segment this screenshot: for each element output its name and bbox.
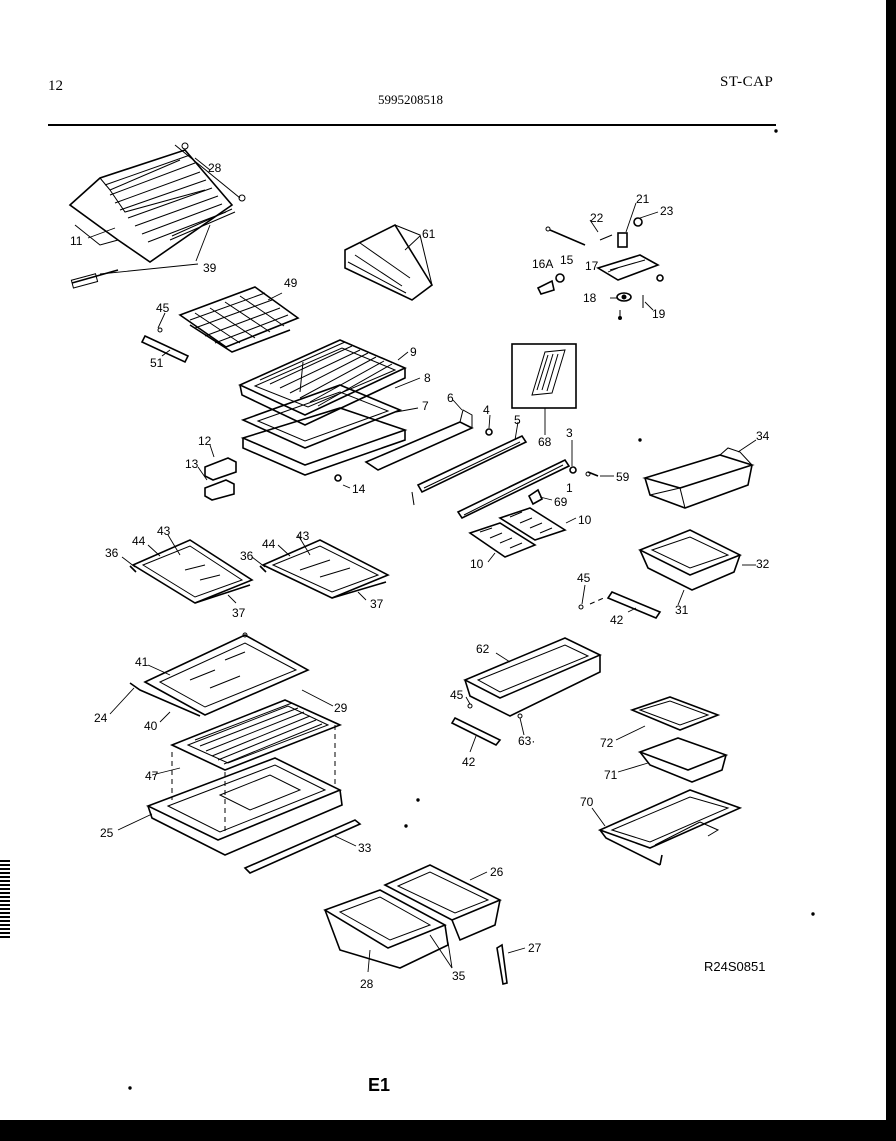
callout-63: 63· (518, 734, 535, 748)
part-70-frame (597, 789, 743, 866)
callout-36-left: 36 (105, 546, 119, 560)
callout-17: 17 (585, 259, 599, 273)
callout-27: 27 (528, 941, 542, 955)
callout-41: 41 (135, 655, 149, 669)
callout-37-left: 37 (232, 606, 246, 620)
callout-10-right: 10 (578, 513, 592, 527)
callout-26: 26 (490, 865, 504, 879)
callout-69: 69 (554, 495, 568, 509)
callout-15: 15 (560, 253, 574, 267)
part-41-glass-shelf (129, 632, 310, 717)
part-31-crisper-pan (638, 529, 742, 591)
callout-28-bottom: 28 (360, 977, 374, 991)
callout-45-top: 45 (156, 301, 170, 315)
callout-18: 18 (583, 291, 597, 305)
callout-35: 35 (452, 969, 466, 983)
callout-42-right: 42 (610, 613, 624, 627)
part-freezer-wire-shelf (68, 142, 246, 289)
callout-43-left: 43 (157, 524, 171, 538)
callout-39: 39 (203, 261, 217, 275)
part-8-shelf-frame (240, 384, 403, 449)
callout-24: 24 (94, 711, 108, 725)
callout-14: 14 (352, 482, 366, 496)
part-crisper-drawers (323, 864, 508, 985)
part-72-cover (629, 696, 721, 731)
callout-29: 29 (334, 701, 348, 715)
callout-19: 19 (652, 307, 666, 321)
part-25-crisper-frame (145, 725, 343, 856)
callout-3: 3 (566, 426, 573, 440)
callout-4: 4 (483, 403, 490, 417)
callout-49: 49 (284, 276, 298, 290)
callout-34: 34 (756, 429, 770, 443)
callout-45-right: 45 (577, 571, 591, 585)
part-62-drawer (463, 637, 602, 719)
callout-11: 11 (70, 234, 83, 248)
callout-6: 6 (447, 391, 454, 405)
callout-44-left: 44 (132, 534, 146, 548)
callout-68: 68 (538, 435, 552, 449)
callout-13: 13 (185, 457, 199, 471)
callout-42-center: 42 (462, 755, 476, 769)
callout-16A: 16A (532, 257, 553, 271)
part-47-crisper-cover (169, 699, 343, 771)
callout-61: 61 (422, 227, 436, 241)
callout-25: 25 (100, 826, 114, 840)
callout-8: 8 (424, 371, 431, 385)
callout-51: 51 (150, 356, 164, 370)
callout-28: 28 (208, 161, 222, 175)
part-7-glass-shelf (240, 407, 408, 476)
callout-44-right: 44 (262, 537, 276, 551)
part-49-wire-basket (178, 286, 300, 353)
callout-12: 12 (198, 434, 212, 448)
callout-22: 22 (590, 211, 604, 225)
callout-43-right: 43 (296, 529, 310, 543)
callout-7: 7 (422, 399, 429, 413)
part-42-drawer-rail-right (578, 591, 662, 619)
callout-36-right: 36 (240, 549, 254, 563)
callout-45-center: 45 (450, 688, 464, 702)
callout-59: 59 (616, 470, 630, 484)
exploded-parts-drawing: 28 11 39 61 (68, 129, 815, 1090)
callout-21: 21 (636, 192, 650, 206)
part-51-rail (140, 327, 190, 364)
part-temperature-control-cluster (536, 217, 664, 320)
part-door-shelf-left (129, 539, 254, 604)
callout-32: 32 (756, 557, 770, 571)
part-42-drawer-rail-center (450, 703, 502, 747)
model-number: 5995208518 (378, 92, 443, 107)
part-61-shelf-bracket (344, 223, 434, 301)
callout-31: 31 (675, 603, 689, 617)
page-number: 12 (48, 78, 63, 94)
callout-9: 9 (410, 345, 417, 359)
callout-1: 1 (566, 481, 573, 495)
callout-23: 23 (660, 204, 674, 218)
callout-33: 33 (358, 841, 372, 855)
part-34-meat-keeper (642, 447, 755, 509)
header-rule (48, 124, 776, 126)
part-cantilever-rails (411, 428, 599, 520)
part-68-inset-detail (511, 343, 577, 435)
callout-71: 71 (604, 768, 618, 782)
callout-70: 70 (580, 795, 594, 809)
series-code: ST-CAP (720, 74, 774, 90)
part-door-shelf-right (259, 539, 390, 599)
part-10-ice-trays (468, 507, 567, 558)
callout-62: 62 (476, 642, 490, 656)
callout-40: 40 (144, 719, 158, 733)
part-33-rail (243, 819, 362, 874)
part-12-13-shelf-supports (204, 457, 342, 501)
part-6-support-rail (364, 409, 474, 471)
callout-37-right: 37 (370, 597, 384, 611)
part-71-pan (637, 737, 729, 783)
section-label: E1 (368, 1075, 391, 1095)
callout-10-left: 10 (470, 557, 484, 571)
callout-72: 72 (600, 736, 614, 750)
diagram-code: R24S0851 (704, 959, 766, 974)
callout-5: 5 (514, 413, 521, 427)
callout-47: 47 (145, 769, 159, 783)
scan-edge-mark (0, 860, 10, 940)
